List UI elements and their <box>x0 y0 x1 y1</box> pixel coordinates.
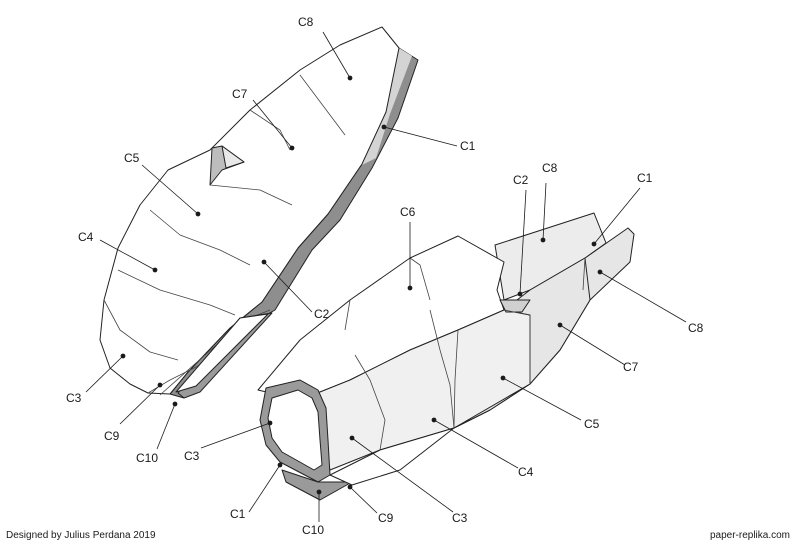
label-right-c8-right: C8 <box>688 321 704 335</box>
label-right-c4: C4 <box>518 465 534 479</box>
label-right-c2: C2 <box>513 173 529 187</box>
label-right-c9: C9 <box>378 511 394 525</box>
left-piece-body <box>99 26 400 395</box>
label-left-c1: C1 <box>460 139 476 153</box>
label-right-c6: C6 <box>400 205 416 219</box>
designer-credit: Designed by Julius Perdana 2019 <box>6 530 156 541</box>
right-piece <box>257 212 635 501</box>
label-right-c1-bottom: C1 <box>230 507 246 521</box>
right-leaders <box>200 182 687 522</box>
left-leaders <box>85 31 458 450</box>
label-left-c5: C5 <box>124 151 140 165</box>
website-link: paper-replika.com <box>709 530 790 541</box>
label-left-c4: C4 <box>78 230 94 244</box>
label-right-c8-top: C8 <box>542 161 558 175</box>
label-right-c7: C7 <box>623 360 639 374</box>
right-piece-nose-opening <box>267 389 323 471</box>
label-left-c7: C7 <box>232 87 248 101</box>
label-left-c3: C3 <box>66 391 82 405</box>
label-left-c2: C2 <box>314 307 330 321</box>
left-piece-flap-face <box>175 313 269 393</box>
label-left-c9: C9 <box>104 429 120 443</box>
left-labels: C8 C7 C5 C4 C3 C9 C10 C1 C2 <box>66 15 476 465</box>
label-left-c8: C8 <box>298 15 314 29</box>
right-labels: C6 C2 C8 C1 C8 C7 C5 C4 C3 C3 C1 C10 C9 <box>184 161 704 537</box>
left-piece <box>99 26 419 399</box>
right-piece-bottom-rim-c10 <box>281 469 353 501</box>
label-right-c1-top: C1 <box>637 171 653 185</box>
right-piece-tail-fin-c2 <box>499 299 531 313</box>
right-piece-bottom-c9 <box>329 427 455 486</box>
label-right-c3-outer: C3 <box>452 511 468 525</box>
label-right-c5: C5 <box>584 417 600 431</box>
label-right-c3-inner: C3 <box>184 449 200 463</box>
left-piece-fin-face <box>221 145 245 169</box>
label-right-c10: C10 <box>302 523 324 537</box>
right-piece-seams <box>344 257 586 451</box>
label-left-c10: C10 <box>136 451 158 465</box>
